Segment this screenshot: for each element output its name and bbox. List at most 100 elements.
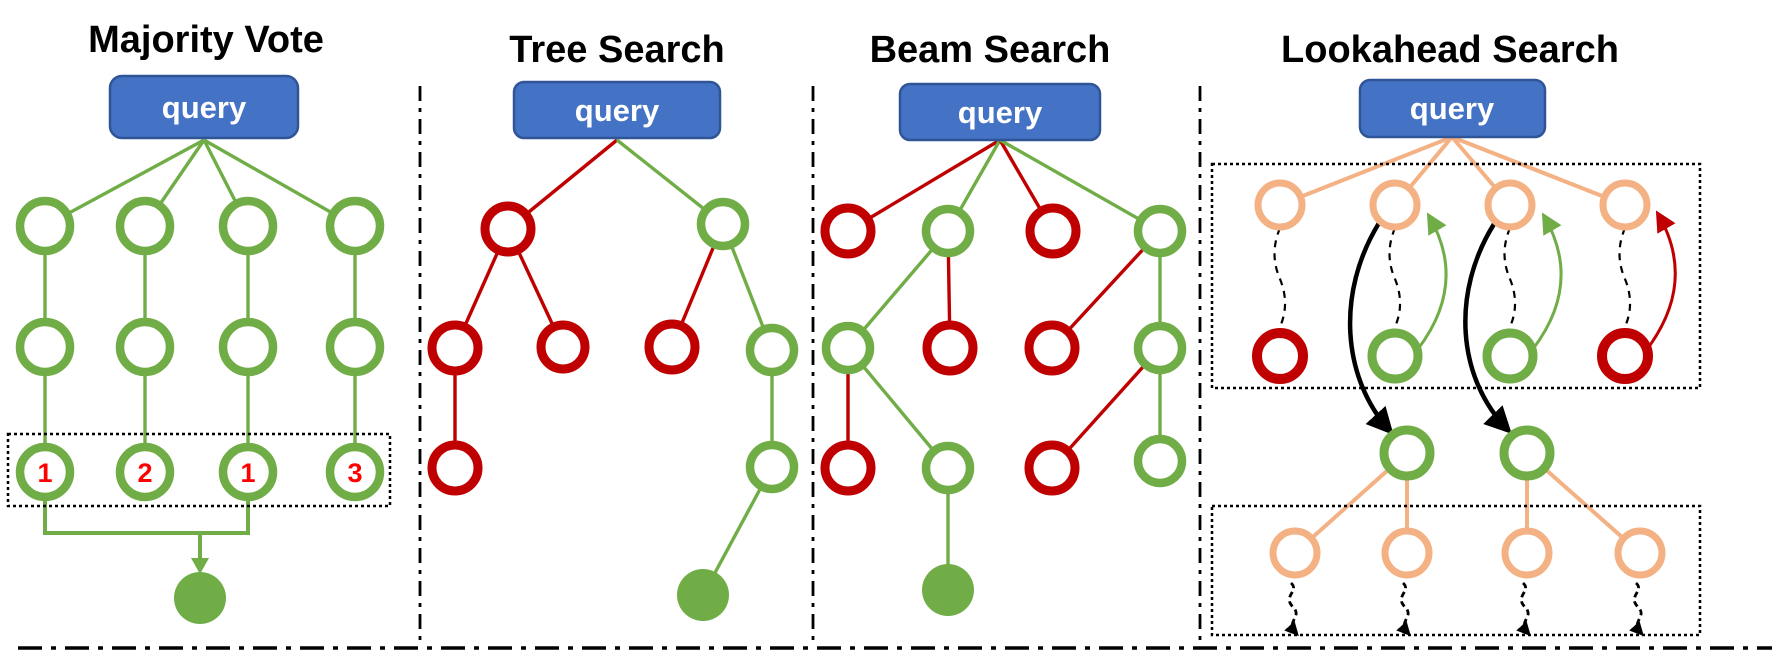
la-lower-nodes [1269,527,1666,579]
node-orange [1501,527,1553,579]
node-red [820,440,876,496]
selection-arrow [1463,222,1512,434]
node-green [115,196,175,256]
node-red [1025,203,1081,259]
continuation-scribble [1521,583,1528,633]
query-label: query [1410,91,1495,126]
mv-query: query [108,74,300,140]
node-green [325,317,385,377]
node-red [480,201,536,257]
value-backup-arrow-green [1531,212,1563,350]
continuation-scribble [1634,583,1641,633]
edge [847,138,1001,233]
answer-node [174,572,226,624]
node-green [1133,204,1187,258]
mv-nodes [15,196,385,502]
ts-nodes [427,197,799,496]
query-box [108,74,300,140]
node-green [218,442,278,502]
la-query-edges [1279,135,1626,207]
value-backup-arrow-green [1416,212,1448,350]
panel-title: Tree Search [509,29,724,71]
rollout-dashed-line [1503,227,1517,332]
node-orange [1381,527,1433,579]
node-orange [1614,527,1666,579]
vote-count: 1 [37,458,52,488]
panel-title: Lookahead Search [1281,29,1619,71]
panel-tree-search: Tree Search query [427,29,799,621]
panel-lookahead-search: Lookahead Search [1210,29,1702,637]
bs-query: query [898,82,1102,142]
node-green [921,204,975,258]
query-label: query [575,93,660,128]
node-green [696,197,750,251]
node-green [745,440,799,494]
node-red [820,203,876,259]
node-orange [1369,179,1421,231]
bs-edges [846,138,1162,590]
node-red [1024,320,1080,376]
node-green [921,441,975,495]
query-box [898,82,1102,142]
query-box [1358,78,1547,139]
node-green [325,442,385,502]
query-label: query [162,90,247,125]
node-red [427,320,483,376]
bs-nodes [820,203,1187,496]
node-red [1024,440,1080,496]
node-orange [1254,179,1306,231]
panel-title: Beam Search [870,29,1111,71]
node-red [922,320,978,376]
node-green [821,321,875,375]
rollout-dashed-line [1618,227,1632,332]
la-continuations [1289,583,1641,633]
node-green [218,196,278,256]
node-green [1133,434,1187,488]
node-green [1133,321,1187,375]
node-green [1482,328,1538,384]
rollout-dashed-line [1273,227,1287,332]
node-red [1252,328,1308,384]
node-green [1379,425,1435,481]
panel-majority-vote: Majority Vote [6,19,392,624]
la-query: query [1358,78,1547,139]
node-green [15,442,75,502]
node-green [1499,425,1555,481]
la-selected-nodes [1379,425,1555,481]
mv-edges [43,138,357,574]
node-red [427,440,483,496]
ts-query: query [512,80,722,140]
query-box [512,80,722,140]
la-top-nodes [1254,179,1651,231]
lookahead-eval-box [1210,162,1702,390]
node-green [745,323,799,377]
answer-node [677,569,729,621]
vote-count: 2 [137,458,152,488]
edge [1451,135,1626,207]
la-eval-nodes [1252,328,1653,384]
panel-beam-search: Beam Search [820,29,1187,616]
la-fan-edges [1293,451,1642,555]
node-green [15,317,75,377]
query-label: query [958,95,1043,130]
node-orange [1484,179,1536,231]
voting-box [6,432,392,508]
lookahead-expansion-box [1210,504,1702,637]
node-red [1597,328,1653,384]
node-orange [1599,179,1651,231]
rollout-dashed-line [1388,227,1402,332]
edge [1279,135,1453,207]
node-orange [1269,527,1321,579]
selection-arrow [1347,221,1394,436]
node-red [536,320,590,374]
value-backup-arrow-red [1646,210,1677,349]
edge [999,138,1161,233]
node-green [115,442,175,502]
continuation-scribble [1289,583,1296,633]
node-green [325,196,385,256]
node-green [218,317,278,377]
node-green [15,196,75,256]
vote-count: 3 [347,458,362,488]
